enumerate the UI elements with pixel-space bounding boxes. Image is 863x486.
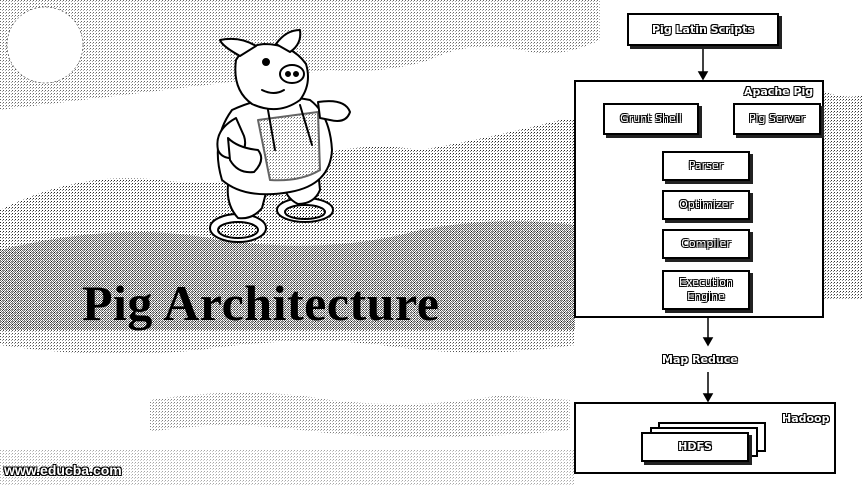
optimizer-node: Optimizer (662, 190, 750, 220)
pig-right-arm (317, 100, 351, 122)
apache-pig-label: Apache Pig (744, 85, 814, 98)
sky-texture (0, 0, 600, 110)
pig-server-node: Pig Server (733, 103, 821, 135)
pig-left-ear (219, 37, 257, 57)
pig-latin-scripts-node: Pig Latin Scripts (627, 13, 779, 46)
pig-right-ear (275, 29, 302, 53)
pig-mascot-illustration (209, 29, 351, 243)
page-title: Pig Architecture (82, 275, 440, 331)
pig-eye (262, 58, 270, 66)
hdfs-node: HDFS (641, 432, 749, 462)
bottom-texture (0, 450, 575, 486)
sun-shape (6, 6, 84, 84)
compiler-node: Compiler (662, 229, 750, 259)
map-reduce-label: Map Reduce (662, 353, 738, 366)
execution-engine-node: Execution Engine (662, 270, 750, 310)
hill-right (820, 90, 863, 300)
pig-head (234, 43, 309, 111)
diagram-connectors (697, 46, 714, 403)
pig-snout (279, 64, 305, 84)
site-watermark: www.educba.com (4, 462, 122, 478)
hadoop-label: Hadoop (782, 412, 830, 425)
foreground-texture (150, 392, 570, 438)
parser-node: Parser (662, 151, 750, 181)
hill-mid (0, 221, 575, 330)
ground-band (0, 330, 575, 354)
grunt-shell-node: Grunt Shell (603, 103, 699, 135)
